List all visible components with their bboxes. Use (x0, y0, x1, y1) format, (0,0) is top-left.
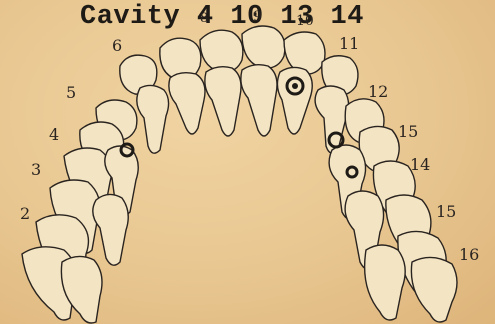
tooth (93, 194, 128, 265)
tooth (365, 245, 406, 320)
tooth (411, 257, 457, 322)
tooth-number-right: 16 (459, 247, 479, 263)
tooth (137, 85, 169, 153)
tooth-number-left: 2 (20, 206, 30, 222)
tooth-number-top: 10 (296, 14, 314, 28)
tooth-number-left: 5 (66, 85, 76, 101)
tooth-number-top: 11 (339, 36, 359, 52)
tooth (241, 65, 277, 136)
tooth-number-right: 15 (398, 124, 418, 140)
tooth-number-right: 15 (436, 204, 456, 220)
tooth-number-left: 4 (49, 127, 59, 143)
tooth-number-right: 12 (368, 84, 388, 100)
tooth-number-right: 14 (410, 157, 430, 173)
tooth (169, 73, 205, 134)
tooth-number-top: 9 (253, 10, 262, 24)
tooth (205, 67, 241, 136)
tooth-crown (242, 26, 285, 68)
tooth-number-left: 6 (112, 38, 122, 54)
tooth-number-left: 3 (31, 162, 41, 178)
chart-title: Cavity 4 10 13 14 (80, 2, 364, 32)
tooth-number-top: 8 (200, 12, 208, 25)
tooth-crown (200, 30, 243, 72)
